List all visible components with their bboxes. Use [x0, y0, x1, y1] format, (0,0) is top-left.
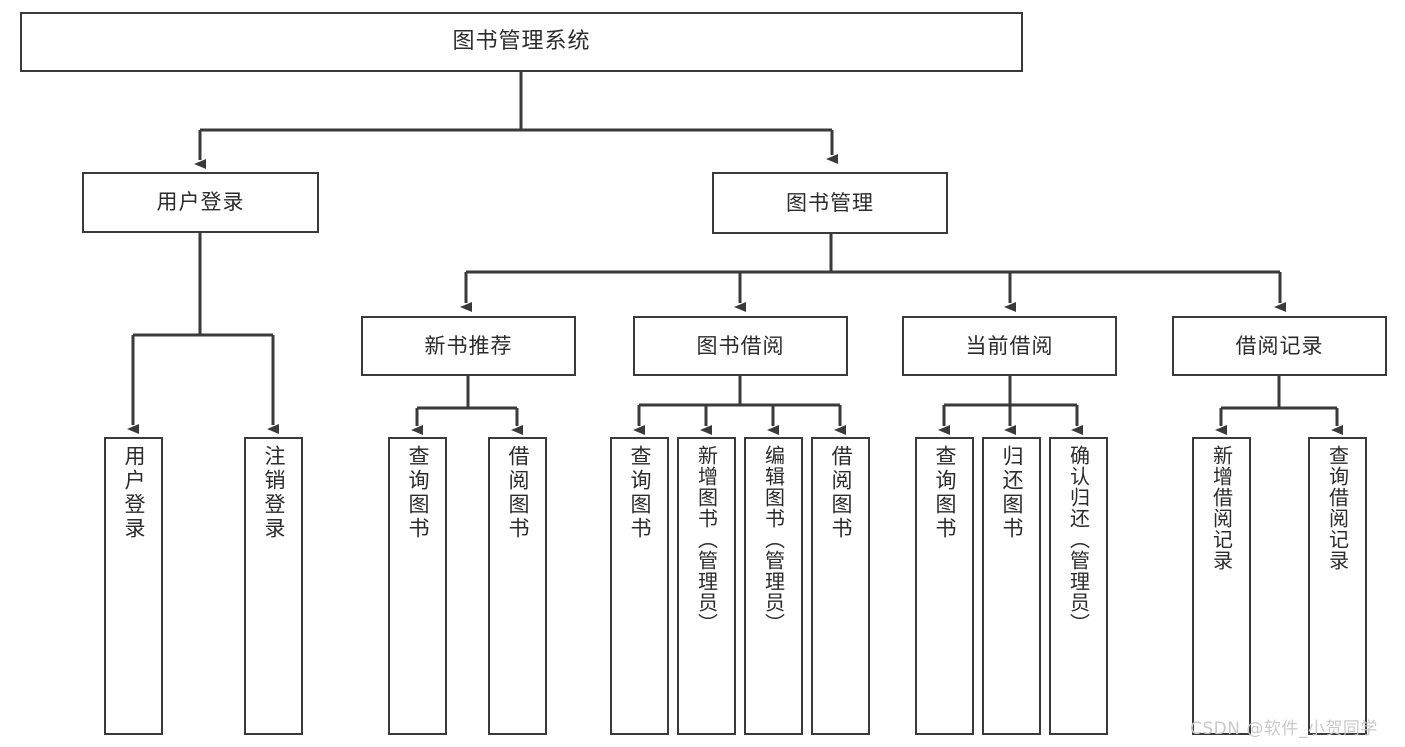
csdn-watermark: CSDN @软件_小贺同学 — [1190, 719, 1378, 739]
node-leaf-return-book[interactable]: 归还图书 — [982, 437, 1041, 735]
node-label: 新增借阅记录 — [1209, 445, 1234, 571]
node-leaf-query-borrow-record[interactable]: 查询借阅记录 — [1308, 437, 1367, 735]
node-leaf-add-borrow-record[interactable]: 新增借阅记录 — [1192, 437, 1251, 735]
node-label: 查询借阅记录 — [1325, 445, 1350, 571]
node-label: 注销登录 — [262, 445, 286, 541]
node-book-borrow[interactable]: 图书借阅 — [633, 316, 848, 376]
node-leaf-borrow-book[interactable]: 借阅图书 — [811, 437, 870, 735]
node-label: 当前借阅 — [965, 333, 1054, 358]
node-new-book-recommend[interactable]: 新书推荐 — [361, 316, 576, 376]
node-label: 图书管理 — [786, 190, 874, 215]
node-leaf-user-login[interactable]: 用户登录 — [104, 437, 163, 735]
node-label: 图书借阅 — [696, 333, 785, 358]
node-leaf-query-book-recommend[interactable]: 查询图书 — [388, 437, 447, 735]
node-leaf-user-logout[interactable]: 注销登录 — [244, 437, 303, 735]
node-leaf-add-book-admin[interactable]: 新增图书（管理员） — [677, 437, 736, 735]
node-current-borrow[interactable]: 当前借阅 — [902, 316, 1117, 376]
node-leaf-edit-book-admin[interactable]: 编辑图书（管理员） — [744, 437, 803, 735]
node-label: 查询图书 — [933, 445, 957, 541]
node-label: 编辑图书（管理员） — [761, 445, 786, 634]
node-leaf-query-book-current[interactable]: 查询图书 — [915, 437, 974, 735]
node-label: 查询图书 — [628, 445, 652, 541]
node-label: 借阅图书 — [829, 445, 853, 541]
node-leaf-query-book-borrow[interactable]: 查询图书 — [610, 437, 669, 735]
node-label: 用户登录 — [156, 190, 245, 215]
node-root-book-management-system[interactable]: 图书管理系统 — [20, 12, 1023, 72]
node-book-management[interactable]: 图书管理 — [712, 172, 948, 234]
node-leaf-confirm-return-admin[interactable]: 确认归还（管理员） — [1049, 437, 1108, 735]
node-label: 借阅图书 — [506, 445, 530, 541]
node-label: 图书管理系统 — [452, 29, 591, 55]
node-label: 用户登录 — [122, 445, 146, 541]
node-label: 确认归还（管理员） — [1066, 445, 1091, 634]
node-user-login[interactable]: 用户登录 — [82, 172, 319, 233]
node-leaf-borrow-book-recommend[interactable]: 借阅图书 — [488, 437, 547, 735]
node-label: 归还图书 — [1000, 445, 1024, 541]
node-label: 查询图书 — [406, 445, 430, 541]
node-label: 新增图书（管理员） — [694, 445, 719, 634]
node-label: 借阅记录 — [1235, 333, 1324, 358]
node-borrow-record[interactable]: 借阅记录 — [1172, 316, 1387, 376]
node-label: 新书推荐 — [424, 333, 513, 358]
